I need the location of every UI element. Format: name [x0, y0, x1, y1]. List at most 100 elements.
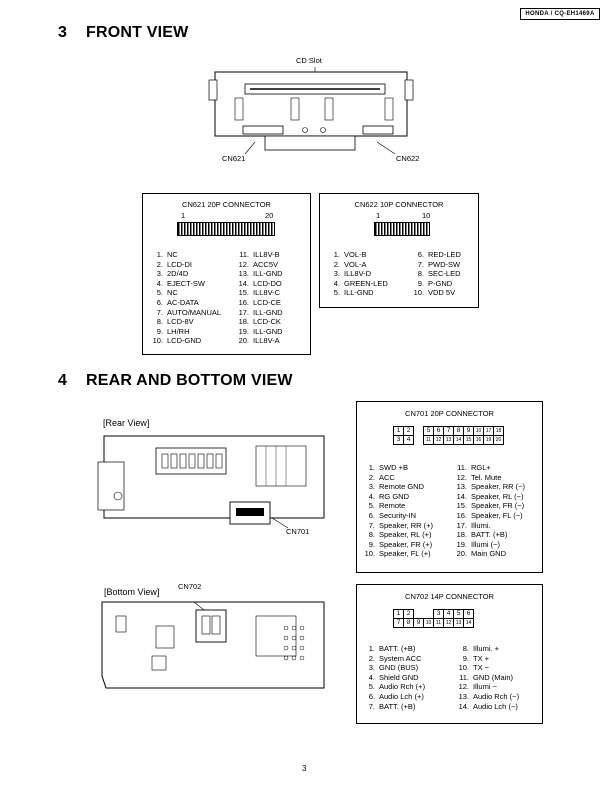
- pin-function: LCD-DO: [253, 278, 282, 288]
- pin-grid-cell: 5: [423, 426, 434, 436]
- pin-row: 20. ILL8V-A: [235, 336, 283, 346]
- pin-function: ILL8V-C: [253, 288, 281, 298]
- pin-function: Audio Rch (+): [379, 682, 426, 692]
- pin-function: AC-DATA: [167, 297, 199, 307]
- pin-number: 7.: [368, 701, 375, 711]
- pin-number: 5.: [368, 682, 375, 692]
- front-view-title-number: 3: [58, 24, 68, 41]
- pin-grid-cell: 2: [403, 609, 414, 619]
- pin-number: 10.: [413, 288, 424, 298]
- pin-row: 10. LCD-GND: [149, 336, 221, 346]
- pin-number: 4.: [368, 491, 375, 501]
- pin-function: ILL8V-B: [253, 250, 280, 259]
- pin-grid-cell: 14: [453, 435, 464, 445]
- pin-grid-gap: [414, 436, 424, 445]
- pin-row: 13.ILL-GND: [235, 269, 283, 279]
- pin-function: PWD-SW: [428, 259, 461, 269]
- pin-grid-cell: 12: [433, 435, 444, 445]
- pin-number: 18.: [456, 530, 467, 540]
- pin-function: Speaker, FL (−): [471, 510, 523, 520]
- pin-row: 3. ILL8V-D: [326, 269, 388, 279]
- pin-row: 11.RGL+: [453, 463, 525, 473]
- pin-function: LCD-DI: [167, 259, 193, 269]
- pin-row: 17.Illumi.: [453, 521, 525, 531]
- pin-row: 2.ACC: [361, 473, 433, 483]
- pin-number: 2.: [156, 259, 163, 269]
- pin-row: 3.GND (BUS): [361, 663, 425, 673]
- pin-row: 11.ILL8V-B: [235, 250, 283, 260]
- pin-row: 8.LCD-8V: [149, 317, 221, 327]
- pin-grid-cell: 7: [393, 618, 404, 628]
- pin-number: 10.: [152, 336, 163, 346]
- pin-number: 14.: [238, 278, 249, 288]
- pin-function: EJECT-SW: [167, 278, 205, 288]
- pin-number: 6.: [417, 250, 424, 259]
- cn622-pin-start: 1: [376, 211, 381, 220]
- rear-view-label: [Rear View]: [103, 418, 150, 428]
- pin-number: 10.: [364, 549, 375, 559]
- pin-function: Illumi (−): [471, 539, 500, 549]
- pin-row: 18.BATT. (+B): [453, 530, 525, 540]
- pin-number: 3.: [333, 269, 340, 279]
- pin-function: ILL8V-A: [253, 336, 280, 346]
- pin-function: Security-IN: [379, 510, 417, 520]
- pin-number: 20.: [238, 336, 249, 346]
- pin-function: SWD +B: [379, 463, 408, 472]
- cn621-pin-start: 1: [181, 211, 186, 220]
- pin-function: Illumi. +: [473, 644, 500, 653]
- cn702-pins-right: 8.Illumi. +9.TX +10.TX −11.GND (Main)12.…: [455, 644, 520, 711]
- pin-function: System ACC: [379, 653, 422, 663]
- pin-number: 4.: [368, 672, 375, 682]
- pin-row: 1.SWD +B: [361, 463, 433, 473]
- pin-row: 9.TX +: [455, 654, 519, 664]
- pin-function: LCD-8V: [167, 317, 194, 327]
- front-view-drawing: [208, 67, 414, 155]
- pin-function: VOL-B: [344, 250, 367, 259]
- pin-row: 8. Illumi. +: [455, 644, 519, 654]
- pin-function: ILL8V-D: [344, 269, 372, 279]
- pin-grid-cell: 7: [443, 426, 454, 436]
- pin-grid-cell: 1: [393, 426, 404, 436]
- pin-number: 15.: [456, 501, 467, 511]
- pin-number: 6.: [156, 297, 163, 307]
- pin-grid-cell: 3: [433, 609, 444, 619]
- pin-row: 10.VDD 5V: [410, 288, 461, 298]
- pin-number: 8.: [462, 644, 469, 653]
- pin-function: LCD-GND: [167, 336, 202, 346]
- pin-grid-cell: 2: [403, 426, 414, 436]
- cn621-pointer-label: CN621: [222, 154, 246, 163]
- pin-row: 3.Remote GND: [361, 482, 433, 492]
- pin-row: 19. Illumi (−): [453, 540, 525, 550]
- pin-row: 2. LCD-DI: [149, 260, 221, 270]
- pin-grid-cell: 11: [433, 618, 444, 628]
- pin-function: Audio Lch (+): [379, 691, 424, 701]
- pin-grid-cell: 20: [493, 435, 504, 445]
- pin-function: GND (BUS): [379, 663, 419, 673]
- pin-function: Tel. Mute: [471, 472, 502, 482]
- pin-number: 5.: [156, 288, 163, 298]
- pin-number: 19.: [238, 326, 249, 336]
- pin-number: 19.: [456, 539, 467, 549]
- pin-number: 3.: [156, 269, 163, 279]
- pin-number: 16.: [456, 510, 467, 520]
- pin-grid-cell: 1: [393, 609, 404, 619]
- pin-number: 17.: [238, 307, 249, 317]
- pin-grid-cell: 13: [453, 618, 464, 628]
- cn701-title: CN701 20P CONNECTOR: [405, 409, 494, 418]
- pin-number: 2.: [368, 653, 375, 663]
- pin-row: 13.Speaker, RR (−): [453, 482, 525, 492]
- pin-function: GREEN-LED: [344, 278, 388, 288]
- pin-function: NC: [167, 288, 178, 298]
- pin-function: Speaker, FR (−): [471, 501, 525, 511]
- pin-row: 5.ILL-GND: [326, 288, 388, 298]
- pin-row: 6.Security-IN: [361, 511, 433, 521]
- pin-function: RG GND: [379, 491, 409, 501]
- pin-number: 12.: [456, 472, 467, 482]
- pin-function: NC: [167, 250, 178, 259]
